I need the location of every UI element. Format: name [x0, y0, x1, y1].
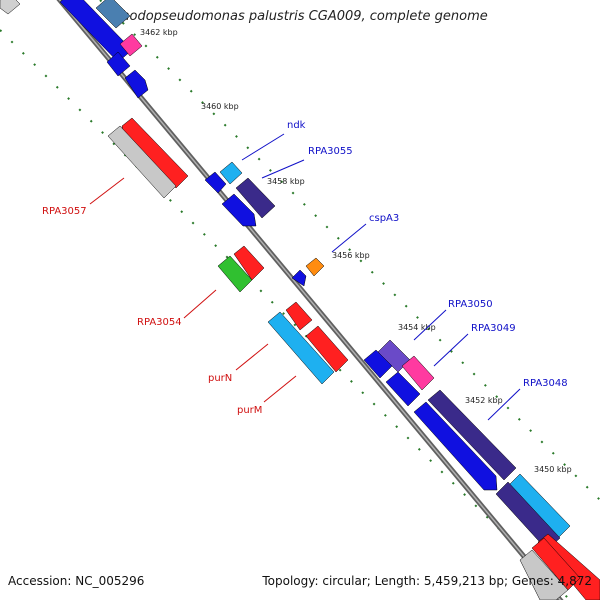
gene-arrow — [285, 301, 313, 331]
gene-arrow — [363, 349, 393, 379]
gene-arrow — [305, 257, 325, 277]
gene-arrow — [221, 193, 257, 227]
gene-arrow — [119, 33, 143, 57]
gene-label-ndk[interactable]: ndk — [287, 120, 306, 131]
forward-leaders — [241, 133, 521, 421]
gene-arrow — [531, 537, 581, 591]
gene-label-rpa3049[interactable]: RPA3049 — [471, 323, 516, 334]
gene-arrow — [267, 311, 335, 385]
forward-gene-labels: ndk RPA3055 cspA3 RPA3050 RPA3049 RPA304… — [287, 120, 568, 389]
gene-label-rpa3050[interactable]: RPA3050 — [448, 299, 493, 310]
gene-arrow — [124, 69, 149, 99]
genome-title: Rhodopseudomonas palustris CGA009, compl… — [112, 9, 488, 24]
gene-arrow — [219, 161, 243, 185]
gene-arrow — [385, 371, 421, 407]
gene-arrow — [291, 269, 307, 287]
gene-arrow — [495, 481, 561, 551]
gene-arrow — [95, 0, 131, 29]
forward-genes — [59, 0, 600, 600]
gene-label-purn[interactable]: purN — [208, 373, 232, 384]
gene-arrow — [107, 125, 177, 199]
gene-arrow — [204, 171, 227, 194]
ruler-label: 3462 kbp — [140, 28, 178, 37]
gene-arrow — [235, 177, 276, 219]
ruler-label: 3452 kbp — [465, 396, 503, 405]
ruler-label: 3460 kbp — [201, 102, 239, 111]
gene-label-rpa3057[interactable]: RPA3057 — [42, 206, 87, 217]
tick-track-outer — [99, 0, 600, 501]
ruler-label: 3456 kbp — [332, 251, 370, 260]
gene-arrow — [217, 255, 253, 293]
gene-arrow — [233, 245, 265, 281]
gene-arrow — [519, 549, 569, 600]
reverse-gene-labels: RPA3057 RPA3054 purN purM — [42, 206, 262, 416]
backbone-line — [56, 0, 564, 600]
gene-label-cspa3[interactable]: cspA3 — [369, 213, 399, 224]
gene-arrow — [401, 355, 435, 391]
ruler-label: 3450 kbp — [534, 465, 572, 474]
ruler-label: 3458 kbp — [267, 177, 305, 186]
tick-track-inner — [0, 29, 571, 600]
accession-label: Accession: NC_005296 — [8, 574, 145, 588]
gene-arrow — [413, 401, 498, 491]
gene-arrow — [106, 51, 131, 77]
reverse-genes — [0, 0, 581, 600]
ruler-labels: 3462 kbp 3460 kbp 3458 kbp 3456 kbp 3454… — [140, 28, 572, 474]
gene-arrow — [305, 325, 349, 373]
genome-summary-label: Topology: circular; Length: 5,459,213 bp… — [262, 574, 592, 588]
gene-label-rpa3054[interactable]: RPA3054 — [137, 317, 182, 328]
gene-label-rpa3048[interactable]: RPA3048 — [523, 378, 568, 389]
gene-label-rpa3055[interactable]: RPA3055 — [308, 146, 353, 157]
ruler-label: 3454 kbp — [398, 323, 436, 332]
gene-arrow — [427, 389, 517, 481]
gene-label-purm[interactable]: purM — [237, 405, 262, 416]
reverse-leaders — [89, 177, 297, 403]
gene-arrow — [0, 0, 21, 15]
